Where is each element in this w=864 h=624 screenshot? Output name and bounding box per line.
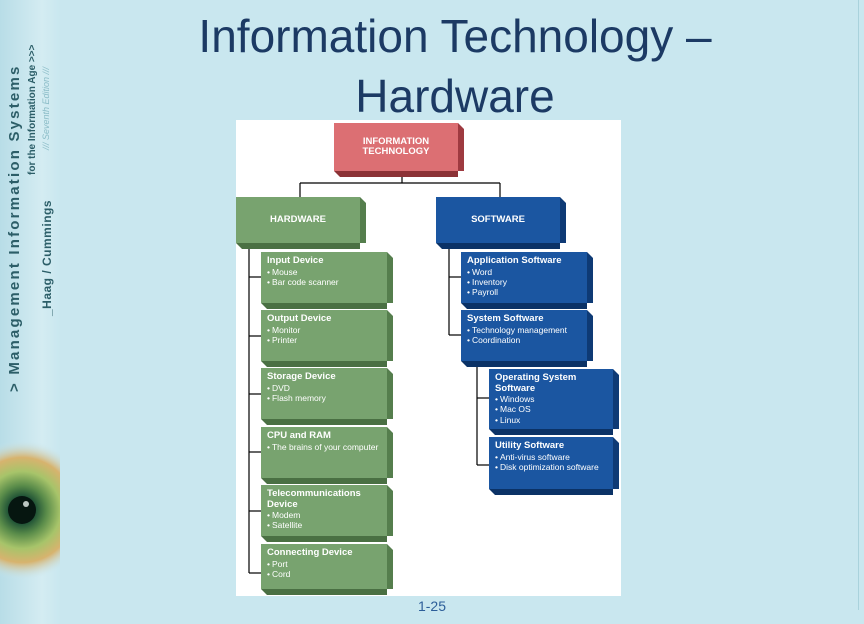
item-bullet: Flash memory xyxy=(267,393,381,403)
software-item: Application Software Word Inventory Payr… xyxy=(461,252,593,309)
book-edition: /// Seventh Edition /// xyxy=(41,66,51,150)
connector-lines xyxy=(248,173,501,574)
item-bullet: Mac OS xyxy=(495,404,607,414)
software-node: SOFTWARE xyxy=(436,197,566,249)
item-title: Utility Software xyxy=(495,440,565,451)
item-bullet: Anti-virus software xyxy=(495,452,607,462)
hardware-item: Output Device Monitor Printer xyxy=(261,310,393,367)
item-bullet: Modem xyxy=(267,510,381,520)
hardware-item: Storage Device DVD Flash memory xyxy=(261,368,393,425)
item-bullet: Monitor xyxy=(267,325,381,335)
item-title: Operating System Software xyxy=(495,372,577,394)
item-bullet: Satellite xyxy=(267,520,381,530)
software-item: System Software Technology management Co… xyxy=(461,310,593,367)
page-number: 1-25 xyxy=(417,598,447,614)
hardware-item: CPU and RAM The brains of your computer xyxy=(261,427,393,484)
item-bullet: Technology management xyxy=(467,325,581,335)
book-title: > Management Information Systems xyxy=(6,64,23,392)
item-bullet: The brains of your computer xyxy=(267,442,381,452)
item-bullet: Inventory xyxy=(467,277,581,287)
hardware-item: Connecting Device Port Cord xyxy=(261,544,393,595)
item-bullet: Coordination xyxy=(467,335,581,345)
item-title: Output Device xyxy=(267,313,332,324)
system-software-item: Operating System Software Windows Mac OS… xyxy=(489,369,619,435)
sidebar-band: > Management Information Systems for the… xyxy=(0,0,60,624)
item-title: Storage Device xyxy=(267,371,336,382)
item-title: Input Device xyxy=(267,255,324,266)
item-bullet: Port xyxy=(267,559,381,569)
item-bullet: Linux xyxy=(495,415,607,425)
root-node: INFORMATION TECHNOLOGY xyxy=(334,123,464,177)
item-bullet: Payroll xyxy=(467,287,581,297)
item-bullet: Mouse xyxy=(267,267,381,277)
root-label: INFORMATION TECHNOLOGY xyxy=(362,135,430,157)
item-bullet: Cord xyxy=(267,569,381,579)
item-bullet: Windows xyxy=(495,394,607,404)
book-subtitle: for the Information Age >>> xyxy=(27,44,38,175)
item-title: Connecting Device xyxy=(267,547,353,558)
item-bullet: Printer xyxy=(267,335,381,345)
item-bullet: Bar code scanner xyxy=(267,277,381,287)
item-title: CPU and RAM xyxy=(267,430,331,441)
item-bullet: DVD xyxy=(267,383,381,393)
item-title: System Software xyxy=(467,313,544,324)
item-bullet: Word xyxy=(467,267,581,277)
hardware-label: HARDWARE xyxy=(270,213,326,225)
slide-title: Information Technology – Hardware xyxy=(198,10,712,122)
hardware-node: HARDWARE xyxy=(236,197,366,249)
book-authors: _Haag / Cummings xyxy=(40,199,54,316)
hardware-item: Telecommunications Device Modem Satellit… xyxy=(261,485,393,542)
item-title: Telecommunications Device xyxy=(267,488,361,510)
hardware-item: Input Device Mouse Bar code scanner xyxy=(261,252,393,309)
item-bullet: Disk optimization software xyxy=(495,462,607,472)
system-software-item: Utility Software Anti-virus software Dis… xyxy=(489,437,619,495)
eye-image xyxy=(0,380,60,624)
it-hierarchy-diagram: INFORMATION TECHNOLOGY HARDWARE SOFTWARE… xyxy=(236,120,621,596)
slide-border xyxy=(858,0,859,610)
software-label: SOFTWARE xyxy=(471,213,525,225)
item-title: Application Software xyxy=(467,255,562,266)
